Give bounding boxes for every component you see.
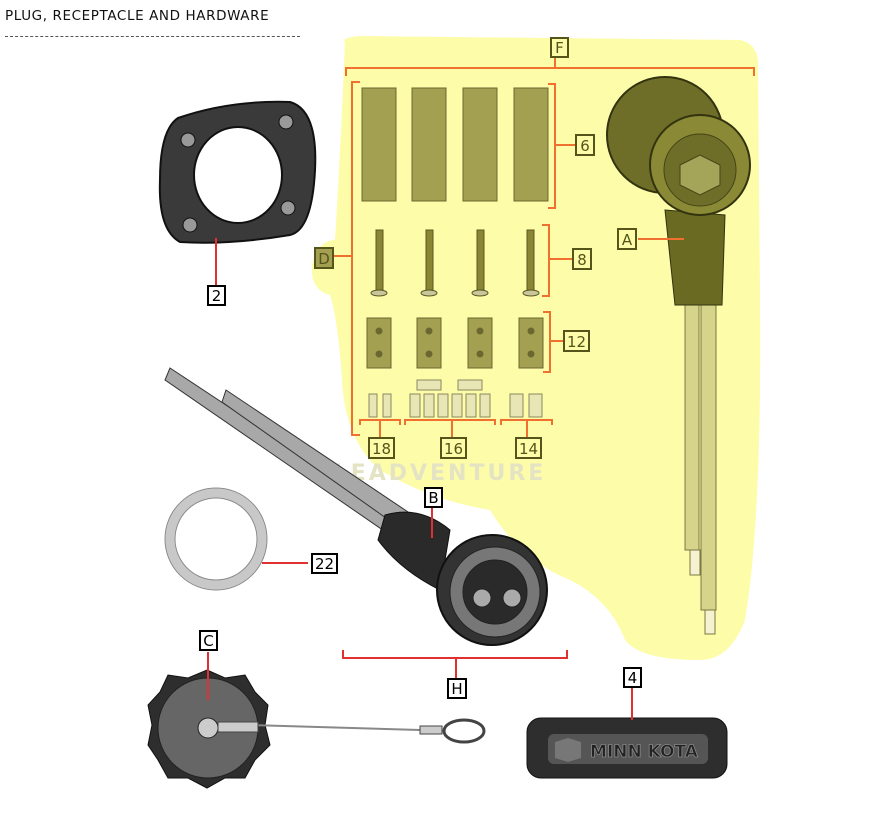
- page-title: PLUG, RECEPTACLE AND HARDWARE: [5, 8, 270, 24]
- callout-a[interactable]: A: [617, 228, 637, 250]
- svg-text:B: B: [428, 489, 438, 507]
- part-12-plates: [366, 317, 544, 369]
- part-b-receptacle: [164, 367, 548, 646]
- svg-text:A: A: [622, 231, 633, 249]
- part-8-screws: [370, 229, 540, 297]
- callout-c[interactable]: C: [199, 630, 218, 651]
- part-22-o-ring: [165, 488, 267, 590]
- divider: [5, 36, 300, 37]
- svg-text:16: 16: [444, 440, 463, 458]
- callout-d[interactable]: D: [314, 247, 334, 269]
- callout-4[interactable]: 4: [623, 667, 642, 688]
- part-a-plug: [606, 76, 751, 635]
- svg-text:C: C: [203, 632, 213, 650]
- callout-b[interactable]: B: [424, 487, 443, 508]
- callout-2[interactable]: 2: [207, 285, 226, 306]
- callout-f[interactable]: F: [550, 37, 569, 58]
- svg-text:F: F: [555, 39, 564, 57]
- svg-text:18: 18: [372, 440, 391, 458]
- svg-text:4: 4: [628, 669, 638, 687]
- svg-text:6: 6: [580, 137, 590, 155]
- svg-text:12: 12: [567, 333, 586, 351]
- callout-h[interactable]: H: [447, 678, 467, 699]
- minn-kota-logo: MINN KOTA: [590, 742, 699, 762]
- svg-text:2: 2: [212, 287, 222, 305]
- callout-22[interactable]: 22: [311, 553, 338, 574]
- svg-text:H: H: [451, 680, 462, 698]
- callout-12[interactable]: 12: [563, 330, 590, 352]
- callout-6[interactable]: 6: [575, 134, 595, 156]
- svg-text:8: 8: [577, 251, 587, 269]
- part-2-bezel: [158, 100, 317, 244]
- callout-8[interactable]: 8: [572, 248, 592, 270]
- callout-18[interactable]: 18: [368, 437, 395, 459]
- part-6-strips: [361, 87, 549, 202]
- svg-text:22: 22: [315, 555, 334, 573]
- svg-text:14: 14: [519, 440, 538, 458]
- part-c-cap: [147, 669, 486, 789]
- callout-16[interactable]: 16: [440, 437, 467, 459]
- part-terminals: [368, 379, 543, 418]
- watermark: LEADVENTURE: [334, 461, 547, 486]
- part-4-handle: MINN KOTA: [526, 717, 728, 779]
- svg-text:D: D: [318, 250, 330, 268]
- callout-14[interactable]: 14: [515, 437, 542, 459]
